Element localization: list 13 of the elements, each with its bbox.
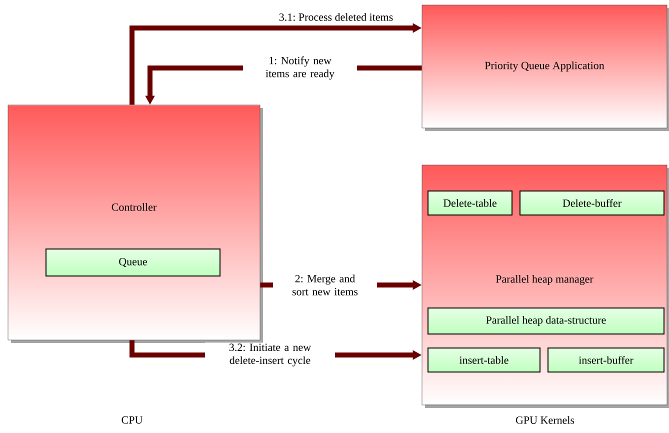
edge-label: 1: Notify new items are ready	[243, 55, 357, 81]
component-box: Queue	[46, 248, 220, 276]
component-box: insert-buffer	[548, 348, 664, 372]
process-box: Priority Queue Application	[422, 4, 669, 131]
component-box: Parallel heap data-structure	[428, 308, 664, 334]
edge-label: 3.2: Initiate a new delete-insert cycle	[205, 342, 335, 368]
edge-label: 2: Merge and sort new items	[273, 274, 377, 296]
region-label: GPU Kernels	[516, 416, 574, 424]
region-label: CPU	[122, 416, 142, 424]
component-box: Delete-buffer	[520, 190, 664, 216]
component-box: insert-table	[428, 348, 540, 372]
component-box: Delete-table	[428, 190, 512, 216]
edge-label: 3.1: Process deleted items	[279, 13, 393, 21]
